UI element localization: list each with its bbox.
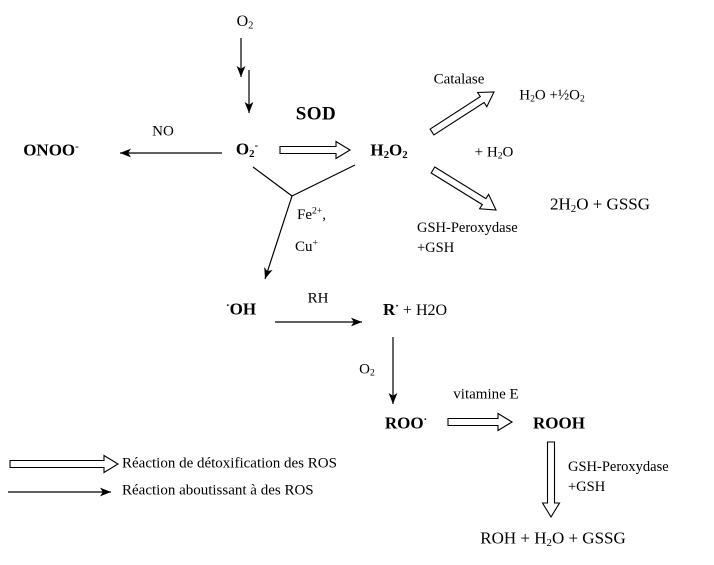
block-arrow-vitamine-e (447, 412, 514, 432)
label-cuplus: Cu+ (295, 237, 318, 255)
label-gsh-peroxydase-1-line1: GSH-Peroxydase (417, 220, 518, 236)
label-gsh-peroxydase-1: GSH-Peroxydase +GSH (417, 218, 518, 259)
label-gsh-peroxydase-2-line1: GSH-Peroxydase (568, 459, 669, 475)
legend-block-arrow (9, 454, 120, 474)
legend-detox-label: Réaction de détoxification des ROS (122, 455, 337, 472)
species-rooh: ROOH (533, 413, 585, 433)
label-vitamine-e: vitamine E (453, 386, 519, 403)
enzyme-sod: SOD (295, 103, 337, 125)
arrow-fenton-to-hydroxyl (264, 195, 293, 280)
species-roo: ROO· (384, 413, 428, 433)
label-catalase: Catalase (433, 71, 485, 88)
formula-roh-h2o-gssg: ROH + H2O + GSSG (480, 528, 626, 549)
formula-2h2o-gssg: 2H2O + GSSG (549, 194, 651, 215)
species-superoxide: O2- (235, 139, 259, 160)
label-gsh-peroxydase-2: GSH-Peroxydase +GSH (568, 457, 669, 498)
label-fe2plus: Fe2+, (297, 205, 326, 223)
formula-plus-h2o: + H2O (474, 144, 514, 162)
block-arrow-rooh-to-roh (541, 441, 561, 519)
label-gsh-peroxydase-2-line2: +GSH (568, 479, 606, 496)
line-h2o2-to-fenton (291, 164, 356, 197)
label-o2-addition: O2 (359, 361, 375, 379)
block-arrow-catalase (429, 91, 495, 136)
label-gsh-peroxydase-1-line2: +GSH (417, 240, 455, 257)
label-no: NO (152, 123, 174, 140)
legend-ros-producing-label: Réaction aboutissant à des ROS (122, 482, 314, 499)
line-superoxide-to-fenton (252, 166, 293, 197)
species-o2-top: O2 (236, 13, 254, 32)
formula-r-rest: + H2O (398, 302, 448, 319)
label-rh: RH (307, 290, 329, 307)
block-arrow-gsh-peroxidase (430, 166, 497, 211)
species-h2o2: H2O2 (370, 140, 408, 161)
species-r-radical: R· (383, 300, 399, 319)
formula-h2o-half-o2: H2O +½O2 (519, 87, 585, 105)
block-arrow-sod (279, 140, 352, 160)
species-peroxynitrite: ONOO- (23, 140, 79, 160)
formula-r-plus-h2o: R· + H2O (383, 301, 447, 319)
species-hydroxyl: ·OH (225, 299, 257, 319)
